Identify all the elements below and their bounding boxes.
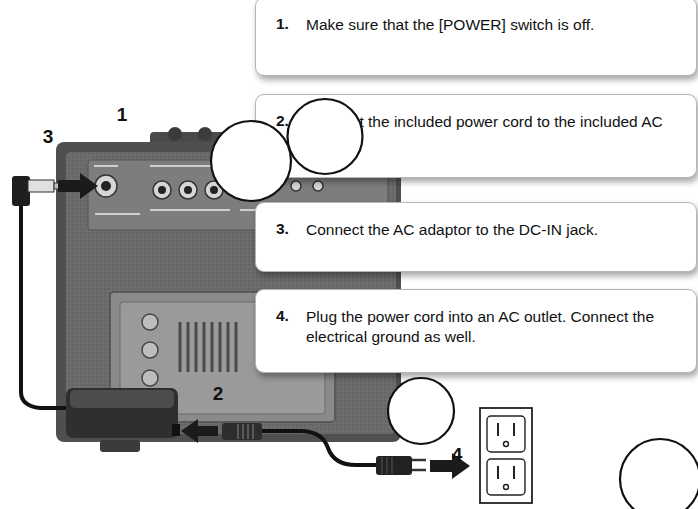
step-box: 1. Make sure that the [POWER] switch is o… xyxy=(255,0,697,76)
step-box: 3. Connect the AC adaptor to the DC-IN ja… xyxy=(255,202,697,272)
callout-number: 1 xyxy=(104,97,140,133)
callout-number: 3 xyxy=(30,119,66,155)
insert-arrow xyxy=(430,453,470,479)
callout-circle xyxy=(30,119,472,203)
step-box: 4. Plug the power cord into an AC outlet.… xyxy=(255,289,697,373)
step-number: 4. xyxy=(276,307,289,325)
callout-circle xyxy=(104,97,546,176)
callout-number: 1 xyxy=(104,97,140,133)
dc-plug xyxy=(12,176,70,408)
wall-outlet xyxy=(480,408,532,503)
step-number: 1. xyxy=(276,15,289,33)
insert-arrow xyxy=(181,419,218,443)
ac-adaptor xyxy=(66,388,180,438)
callout-number: 2 xyxy=(200,376,236,412)
callout-circle xyxy=(439,437,698,509)
step-number: 3. xyxy=(276,220,289,238)
callout-number: 2 xyxy=(200,376,236,412)
callout-circle xyxy=(200,376,642,446)
callout-number: 4 xyxy=(439,437,475,473)
callout-number: 4 xyxy=(439,437,475,473)
step-text: Plug the power cord into an AC outlet. C… xyxy=(306,307,678,348)
callout-number: 3 xyxy=(30,119,66,155)
insert-arrow xyxy=(58,173,98,199)
step-text: Make sure that the [POWER] switch is off… xyxy=(306,15,678,35)
step-text: Connect the AC adaptor to the DC-IN jack… xyxy=(306,220,678,240)
step-number: 2. xyxy=(276,112,289,130)
